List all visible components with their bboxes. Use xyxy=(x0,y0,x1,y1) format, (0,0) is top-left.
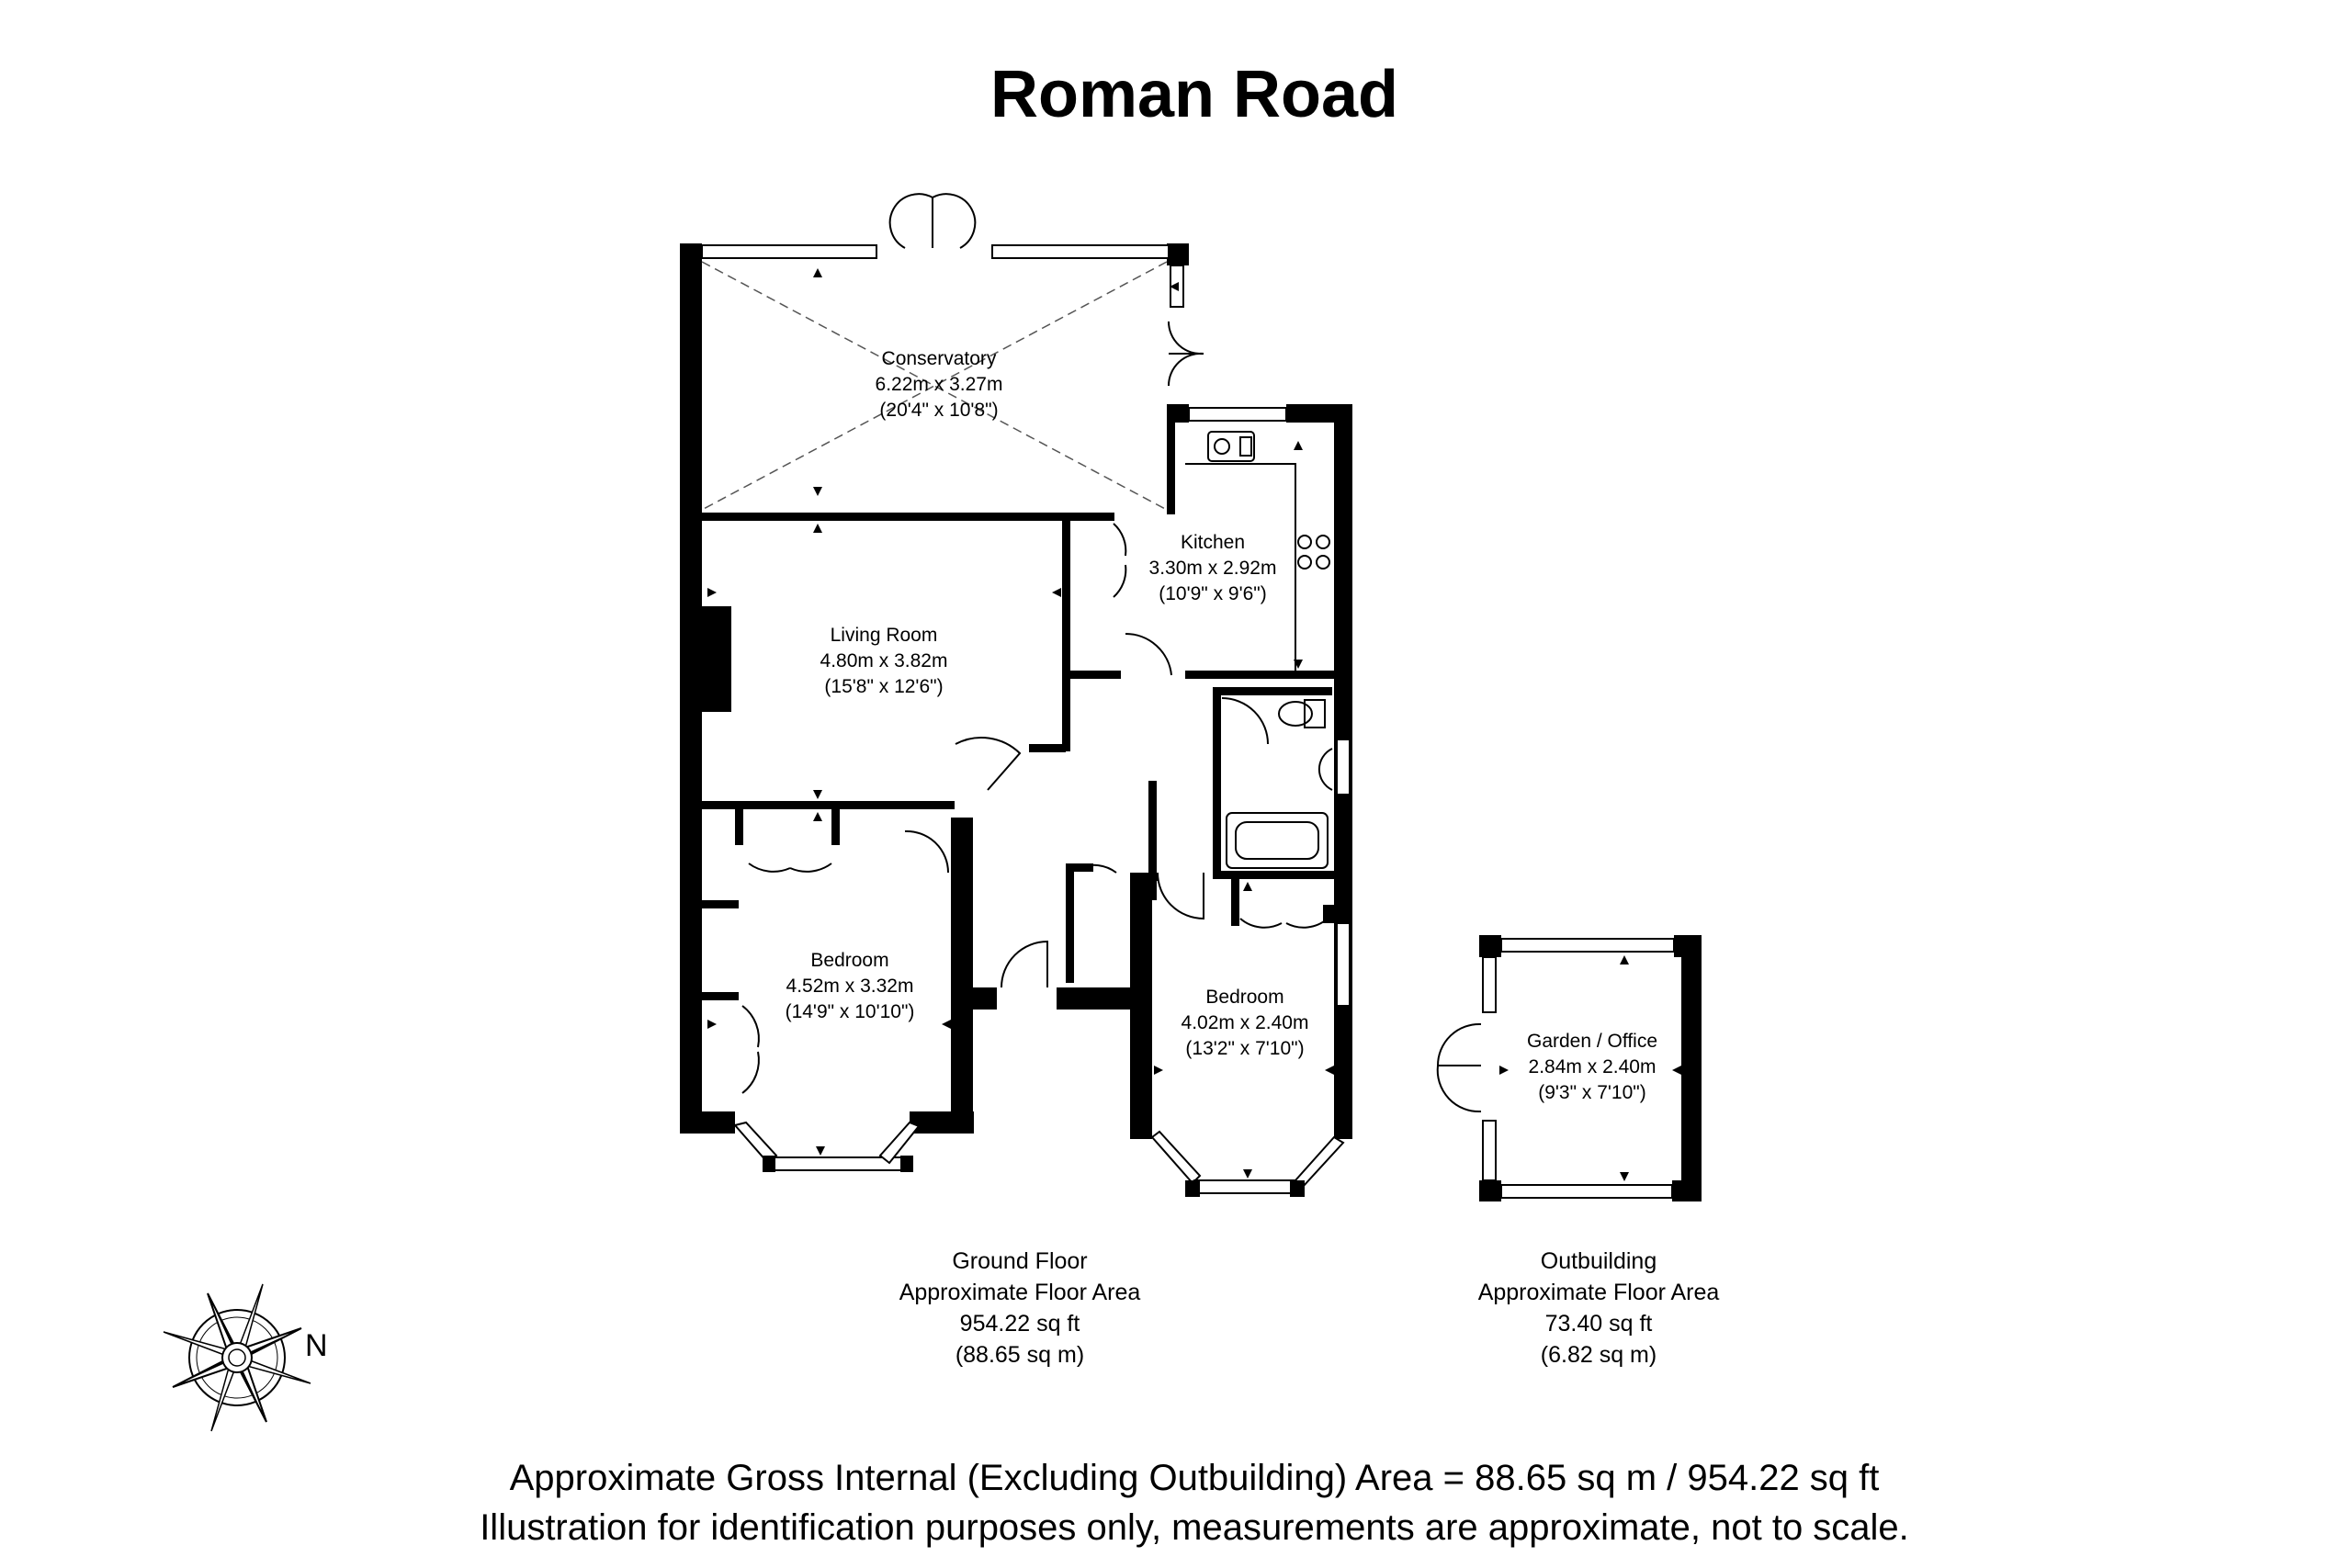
kitchen-fittings xyxy=(1185,431,1330,671)
conservatory-name: Conservatory xyxy=(882,348,997,369)
living-room-imperial: (15'8" x 12'6") xyxy=(824,676,943,697)
bedroom-2-imperial: (13'2" x 7'10") xyxy=(1185,1038,1304,1059)
bedroom-1-name: Bedroom xyxy=(810,950,888,971)
outbuilding-sqft: 73.40 sq ft xyxy=(1544,1311,1653,1337)
doors xyxy=(741,193,1482,1113)
ground-floor-summary: Ground Floor Approximate Floor Area 954.… xyxy=(854,1246,1185,1371)
outbuilding-sqm: (6.82 sq m) xyxy=(1540,1342,1657,1368)
ground-floor-sqm: (88.65 sq m) xyxy=(955,1342,1085,1368)
ground-floor-sqft: 954.22 sq ft xyxy=(959,1311,1080,1337)
ground-floor-label: Approximate Floor Area xyxy=(899,1280,1141,1305)
windows xyxy=(701,244,1675,1199)
kitchen-name: Kitchen xyxy=(1181,532,1245,553)
footer: Approximate Gross Internal (Excluding Ou… xyxy=(0,1453,2352,1552)
garden-office-metric: 2.84m x 2.40m xyxy=(1529,1056,1657,1077)
garden-office-imperial: (9'3" x 7'10") xyxy=(1538,1082,1645,1103)
kitchen-metric: 3.30m x 2.92m xyxy=(1149,558,1277,579)
bedroom-1-imperial: (14'9" x 10'10") xyxy=(786,1001,915,1022)
outbuilding-summary: Outbuilding Approximate Floor Area 73.40… xyxy=(1433,1246,1764,1371)
page-title: Roman Road xyxy=(989,58,1399,131)
living-room-metric: 4.80m x 3.82m xyxy=(820,650,948,671)
footer-disclaimer-line: Illustration for identification purposes… xyxy=(480,1507,1909,1548)
ground-floor-heading: Ground Floor xyxy=(952,1248,1088,1274)
compass-rose: N xyxy=(163,1283,328,1432)
kitchen-imperial: (10'9" x 9'6") xyxy=(1159,583,1266,604)
conservatory-metric: 6.22m x 3.27m xyxy=(876,374,1003,395)
bedroom-1-metric: 4.52m x 3.32m xyxy=(786,976,914,997)
bedroom-2-name: Bedroom xyxy=(1205,987,1283,1008)
bedroom-2-metric: 4.02m x 2.40m xyxy=(1182,1012,1309,1033)
bathroom-fittings xyxy=(1226,699,1333,869)
outbuilding-heading: Outbuilding xyxy=(1540,1248,1657,1274)
conservatory-imperial: (20'4" x 10'8") xyxy=(879,400,998,421)
measurement-ticks xyxy=(707,268,1681,1181)
living-room-name: Living Room xyxy=(831,625,938,646)
footer-area-line: Approximate Gross Internal (Excluding Ou… xyxy=(509,1458,1880,1498)
bay-windows xyxy=(733,1121,1345,1194)
compass-north-label: N xyxy=(305,1328,328,1363)
outbuilding-label: Approximate Floor Area xyxy=(1477,1280,1720,1305)
garden-office-name: Garden / Office xyxy=(1527,1031,1657,1052)
